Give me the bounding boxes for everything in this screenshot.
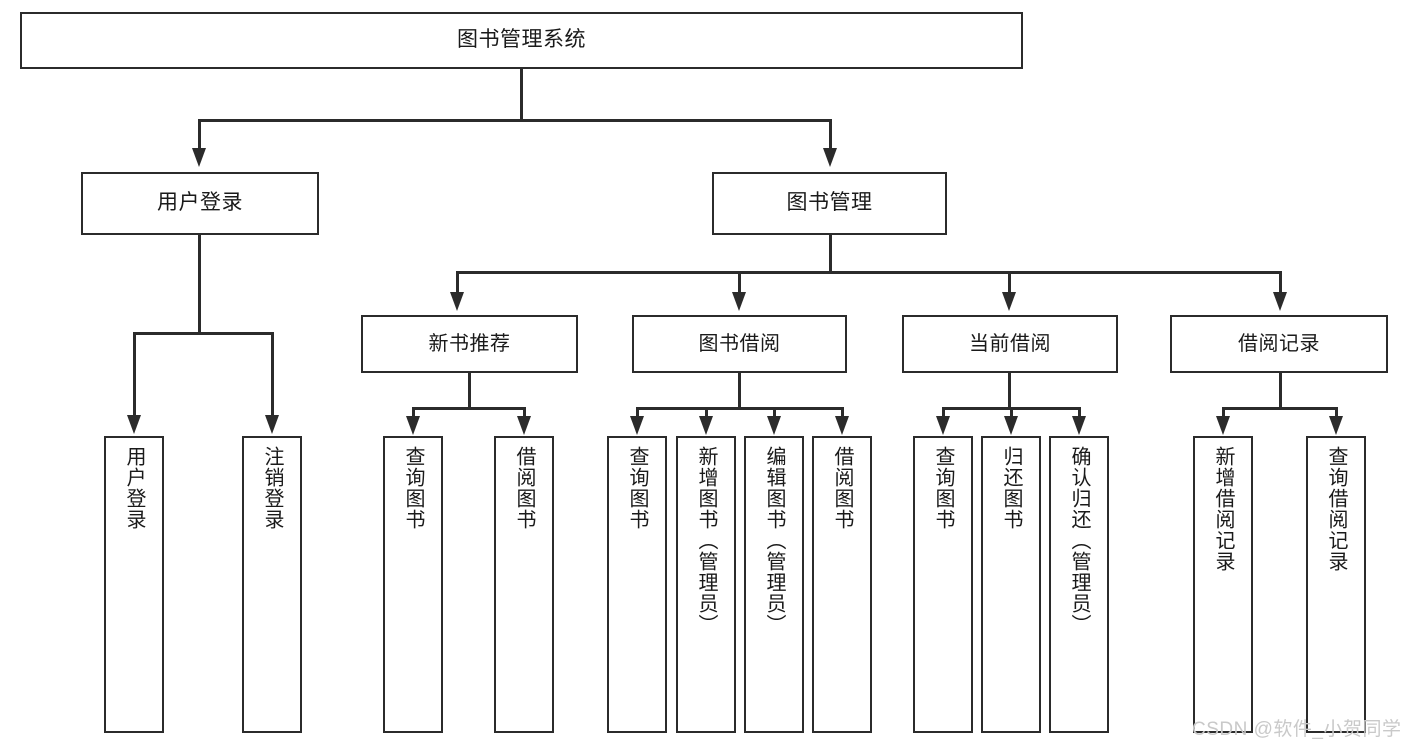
leaf-current-borrow-confirm[interactable]: 确认归还（管理员） [1049, 436, 1109, 733]
leaf-book-borrow-edit[interactable]: 编辑图书（管理员） [744, 436, 804, 733]
node-label: 新增借阅记录 [1212, 446, 1234, 572]
node-label: 查询图书 [626, 446, 648, 530]
connector-nbr-child-1 [412, 407, 415, 417]
leaf-borrow-record-add[interactable]: 新增借阅记录 [1193, 436, 1253, 733]
leaf-user-login-signin[interactable]: 用户登录 [104, 436, 164, 733]
arrow-nbr-child-2 [517, 416, 531, 435]
arrow-cb-child-1 [936, 416, 950, 435]
connector-bm-child-2 [738, 271, 741, 293]
node-label: 注销登录 [261, 446, 283, 530]
connector-nbr-child-2 [523, 407, 526, 417]
connector-book-management-bar [456, 271, 1282, 274]
connector-br-bar [1222, 407, 1338, 410]
node-borrow-record[interactable]: 借阅记录 [1170, 315, 1388, 373]
node-label: 借阅记录 [1238, 332, 1320, 355]
connector-book-management-stem [829, 235, 832, 273]
connector-bm-child-3 [1008, 271, 1011, 293]
node-label: 用户登录 [157, 191, 243, 215]
node-label: 图书管理 [786, 191, 873, 215]
leaf-book-borrow-add[interactable]: 新增图书（管理员） [676, 436, 736, 733]
leaf-book-borrow-query[interactable]: 查询图书 [607, 436, 667, 733]
connector-user-login-child-2 [271, 332, 274, 416]
node-label: 编辑图书（管理员） [763, 446, 785, 635]
arrow-br-child-2 [1329, 416, 1343, 435]
arrow-bm-child-4 [1273, 292, 1287, 311]
leaf-current-borrow-return[interactable]: 归还图书 [981, 436, 1041, 733]
arrow-cb-child-2 [1004, 416, 1018, 435]
arrow-root-to-book-manage [823, 148, 837, 167]
arrow-bb-child-3 [767, 416, 781, 435]
arrow-bb-child-2 [699, 416, 713, 435]
connector-root-stem [520, 69, 523, 121]
node-label: 新书推荐 [428, 332, 511, 355]
node-label: 查询图书 [402, 446, 424, 530]
node-label: 图书管理系统 [457, 28, 586, 52]
arrow-nbr-child-1 [406, 416, 420, 435]
connector-user-login-stem [198, 235, 201, 334]
connector-bb-stem [738, 373, 741, 409]
node-user-login[interactable]: 用户登录 [81, 172, 319, 235]
arrow-bm-child-1 [450, 292, 464, 311]
connector-root-to-user-login [198, 119, 201, 149]
connector-user-login-bar [133, 332, 272, 335]
node-label: 查询借阅记录 [1325, 446, 1347, 572]
connector-user-login-child-1 [133, 332, 136, 416]
connector-nbr-bar [412, 407, 526, 410]
leaf-new-book-borrow[interactable]: 借阅图书 [494, 436, 554, 733]
leaf-current-borrow-query[interactable]: 查询图书 [913, 436, 973, 733]
node-label: 新增图书（管理员） [695, 446, 717, 635]
node-new-book-recommend[interactable]: 新书推荐 [361, 315, 578, 373]
node-current-borrow[interactable]: 当前借阅 [902, 315, 1118, 373]
leaf-borrow-record-query[interactable]: 查询借阅记录 [1306, 436, 1366, 733]
connector-cb-child-2 [1010, 407, 1013, 417]
arrow-br-child-1 [1216, 416, 1230, 435]
connector-cb-child-3 [1078, 407, 1081, 417]
connector-bm-child-1 [456, 271, 459, 293]
arrow-bb-child-1 [630, 416, 644, 435]
connector-bm-child-4 [1279, 271, 1282, 293]
connector-cb-child-1 [942, 407, 945, 417]
node-label: 图书借阅 [698, 332, 781, 355]
connector-bb-bar [636, 407, 844, 410]
arrow-bm-child-3 [1002, 292, 1016, 311]
arrow-user-login-child-2 [265, 415, 279, 434]
node-label: 借阅图书 [513, 446, 535, 530]
connector-cb-stem [1008, 373, 1011, 409]
connector-br-stem [1279, 373, 1282, 409]
arrow-cb-child-3 [1072, 416, 1086, 435]
node-label: 借阅图书 [831, 446, 853, 530]
connector-bb-child-4 [841, 407, 844, 417]
leaf-book-borrow-borrow[interactable]: 借阅图书 [812, 436, 872, 733]
node-label: 查询图书 [932, 446, 954, 530]
node-root-system[interactable]: 图书管理系统 [20, 12, 1023, 69]
node-book-borrow[interactable]: 图书借阅 [632, 315, 847, 373]
arrow-bb-child-4 [835, 416, 849, 435]
node-label: 归还图书 [1000, 446, 1022, 530]
connector-br-child-1 [1222, 407, 1225, 417]
node-label: 用户登录 [123, 446, 145, 530]
connector-br-child-2 [1335, 407, 1338, 417]
arrow-user-login-child-1 [127, 415, 141, 434]
leaf-new-book-query[interactable]: 查询图书 [383, 436, 443, 733]
node-book-management[interactable]: 图书管理 [712, 172, 947, 235]
arrow-root-to-user-login [192, 148, 206, 167]
node-label: 确认归还（管理员） [1068, 446, 1090, 635]
connector-nbr-stem [468, 373, 471, 409]
connector-bb-child-3 [773, 407, 776, 417]
arrow-bm-child-2 [732, 292, 746, 311]
node-label: 当前借阅 [969, 332, 1051, 355]
connector-root-bar [198, 119, 832, 122]
connector-bb-child-1 [636, 407, 639, 417]
connector-bb-child-2 [705, 407, 708, 417]
connector-root-to-book-manage [829, 119, 832, 149]
leaf-user-login-signout[interactable]: 注销登录 [242, 436, 302, 733]
